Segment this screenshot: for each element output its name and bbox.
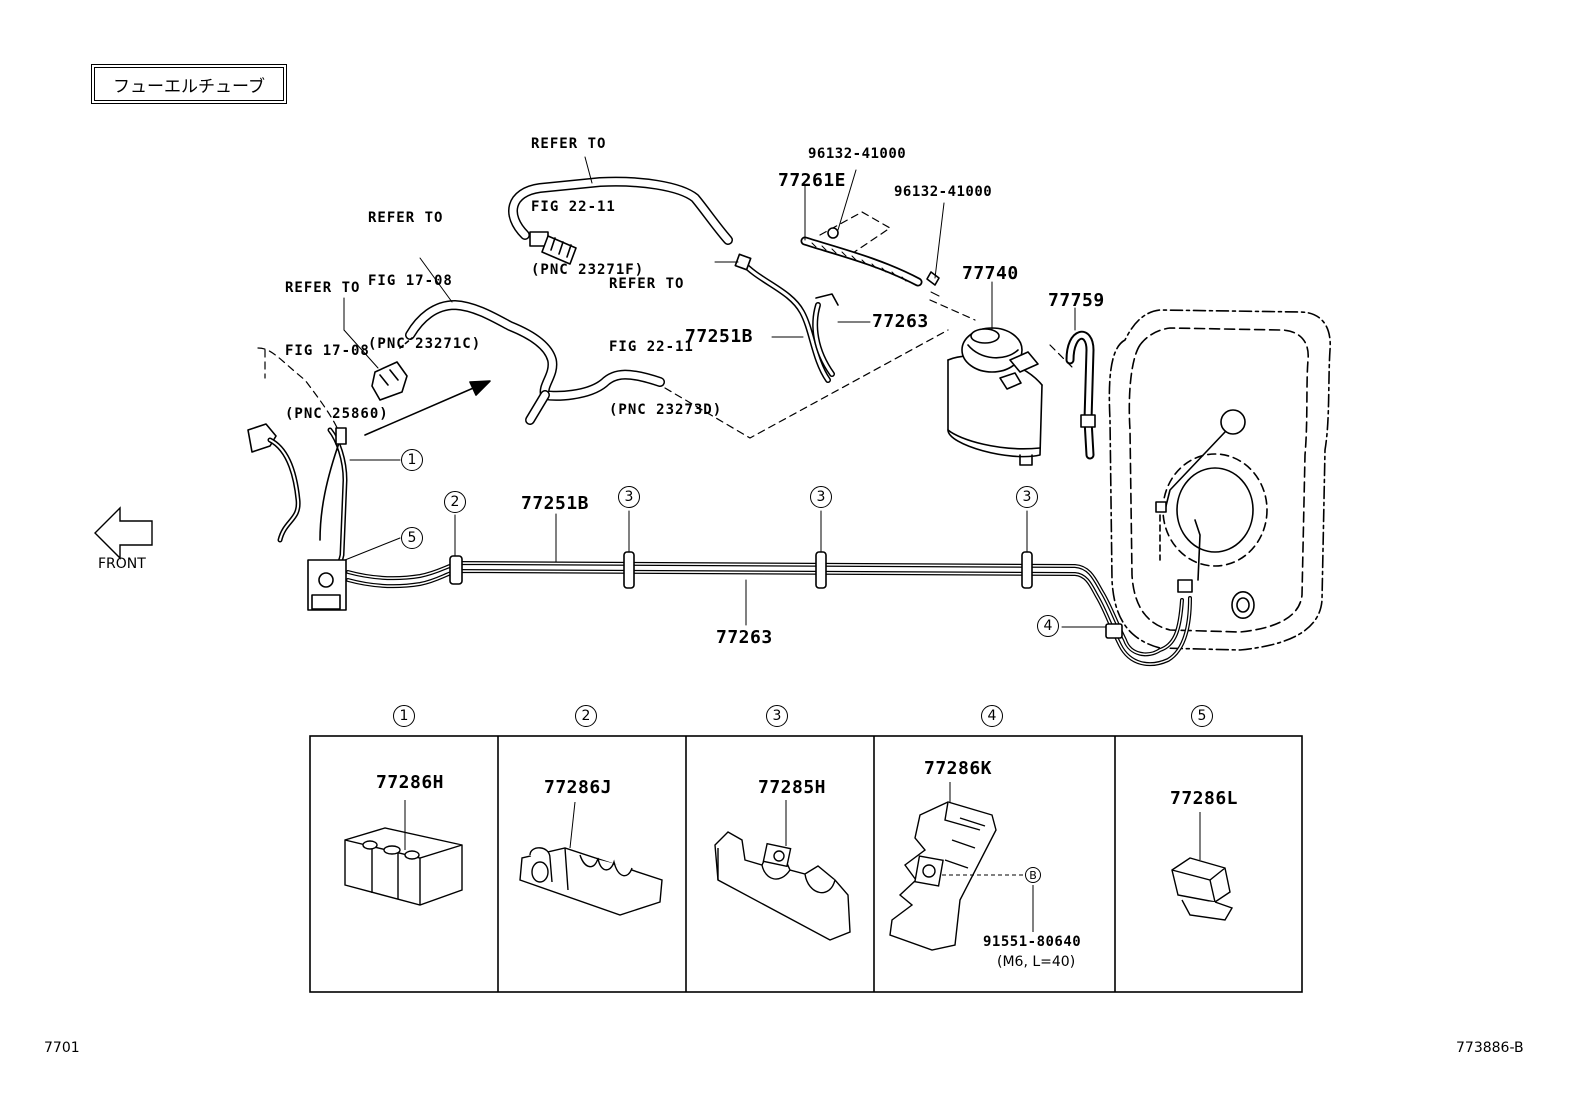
part-label-77740[interactable]: 77740 bbox=[962, 263, 1019, 284]
fuel-tank bbox=[1108, 309, 1331, 651]
callout-3-b[interactable]: 3 bbox=[810, 486, 832, 508]
table-header-1: 1 bbox=[393, 705, 415, 727]
part-label-77759[interactable]: 77759 bbox=[1048, 290, 1105, 311]
callout-2[interactable]: 2 bbox=[444, 491, 466, 513]
part-label-77251B-upper[interactable]: 77251B bbox=[685, 326, 754, 347]
detail-part-77286H[interactable]: 77286H bbox=[376, 772, 445, 793]
clamp-77286K bbox=[889, 782, 1034, 951]
refer-line-3: (PNC 23273D) bbox=[609, 402, 723, 418]
part-label-96132-41000-b[interactable]: 96132-41000 bbox=[894, 184, 993, 200]
part-label-77261E[interactable]: 77261E bbox=[778, 170, 847, 191]
callout-1[interactable]: 1 bbox=[401, 449, 423, 471]
direction-arrow bbox=[364, 380, 491, 436]
clamp-77286L bbox=[1171, 812, 1234, 921]
table-header-2: 2 bbox=[575, 705, 597, 727]
refer-line-3: (PNC 23271C) bbox=[368, 336, 482, 352]
main-fuel-lines bbox=[346, 510, 1192, 667]
part-label-77263-main[interactable]: 77263 bbox=[716, 627, 773, 648]
refer-line-2: FIG 22-11 bbox=[609, 339, 694, 355]
detail-part-77285H[interactable]: 77285H bbox=[758, 777, 827, 798]
refer-fig-17-08-23271C[interactable]: REFER TO FIG 17-08 (PNC 23271C) bbox=[368, 166, 481, 376]
callout-3-c[interactable]: 3 bbox=[1016, 486, 1038, 508]
table-header-3: 3 bbox=[766, 705, 788, 727]
detail-bolt-spec: (M6, L=40) bbox=[997, 954, 1076, 970]
refer-line-1: REFER TO bbox=[609, 276, 685, 292]
front-arrow-icon bbox=[94, 506, 153, 560]
table-header-5: 5 bbox=[1191, 705, 1213, 727]
refer-fig-17-08-25860[interactable]: REFER TO FIG 17-08 (PNC 25860) bbox=[285, 236, 389, 446]
hose-77759 bbox=[1065, 307, 1096, 460]
engine-side-lines bbox=[247, 423, 401, 611]
breather-hose bbox=[405, 257, 665, 425]
detail-table bbox=[309, 735, 1303, 993]
front-label: FRONT bbox=[98, 556, 146, 572]
refer-line-1: REFER TO bbox=[285, 280, 361, 296]
refer-line-1: REFER TO bbox=[368, 210, 444, 226]
clamp-77285H bbox=[714, 800, 851, 941]
callout-3-a[interactable]: 3 bbox=[618, 486, 640, 508]
refer-line-3: (PNC 25860) bbox=[285, 406, 389, 422]
refer-line-3: (PNC 23271F) bbox=[531, 262, 645, 278]
footer-left-code: 7701 bbox=[44, 1040, 80, 1056]
diagram-title: フューエルチューブ bbox=[91, 64, 287, 104]
refer-line-1: REFER TO bbox=[531, 136, 607, 152]
refer-fig-22-11-23273D[interactable]: REFER TO FIG 22-11 (PNC 23273D) bbox=[609, 232, 722, 442]
canister-77740 bbox=[947, 281, 1043, 466]
part-label-96132-41000-a[interactable]: 96132-41000 bbox=[808, 146, 907, 162]
refer-line-2: FIG 17-08 bbox=[368, 273, 453, 289]
footer-right-code: 773886-B bbox=[1456, 1040, 1524, 1056]
callout-5[interactable]: 5 bbox=[401, 527, 423, 549]
detail-part-77286J[interactable]: 77286J bbox=[544, 777, 613, 798]
clamp-77286H bbox=[344, 800, 463, 906]
upper-tubes bbox=[714, 253, 871, 383]
callout-4[interactable]: 4 bbox=[1037, 615, 1059, 637]
valve-25860 bbox=[343, 297, 413, 401]
refer-fig-22-11-23271F[interactable]: REFER TO FIG 22-11 (PNC 23271F) bbox=[531, 92, 644, 302]
clamp-77286J bbox=[519, 801, 663, 916]
part-label-77263-upper[interactable]: 77263 bbox=[872, 311, 929, 332]
detail-part-77286K[interactable]: 77286K bbox=[924, 758, 993, 779]
hose-77261E bbox=[800, 169, 945, 297]
refer-line-2: FIG 22-11 bbox=[531, 199, 616, 215]
detail-bolt-91551-80640[interactable]: 91551-80640 bbox=[983, 934, 1082, 950]
part-label-77251B-main[interactable]: 77251B bbox=[521, 493, 590, 514]
detail-part-77286L[interactable]: 77286L bbox=[1170, 788, 1239, 809]
dashed-leaders bbox=[257, 211, 1076, 439]
table-header-4: 4 bbox=[981, 705, 1003, 727]
refer-line-2: FIG 17-08 bbox=[285, 343, 370, 359]
bolt-marker-b: B bbox=[1025, 867, 1041, 883]
filler-hose bbox=[508, 156, 733, 265]
